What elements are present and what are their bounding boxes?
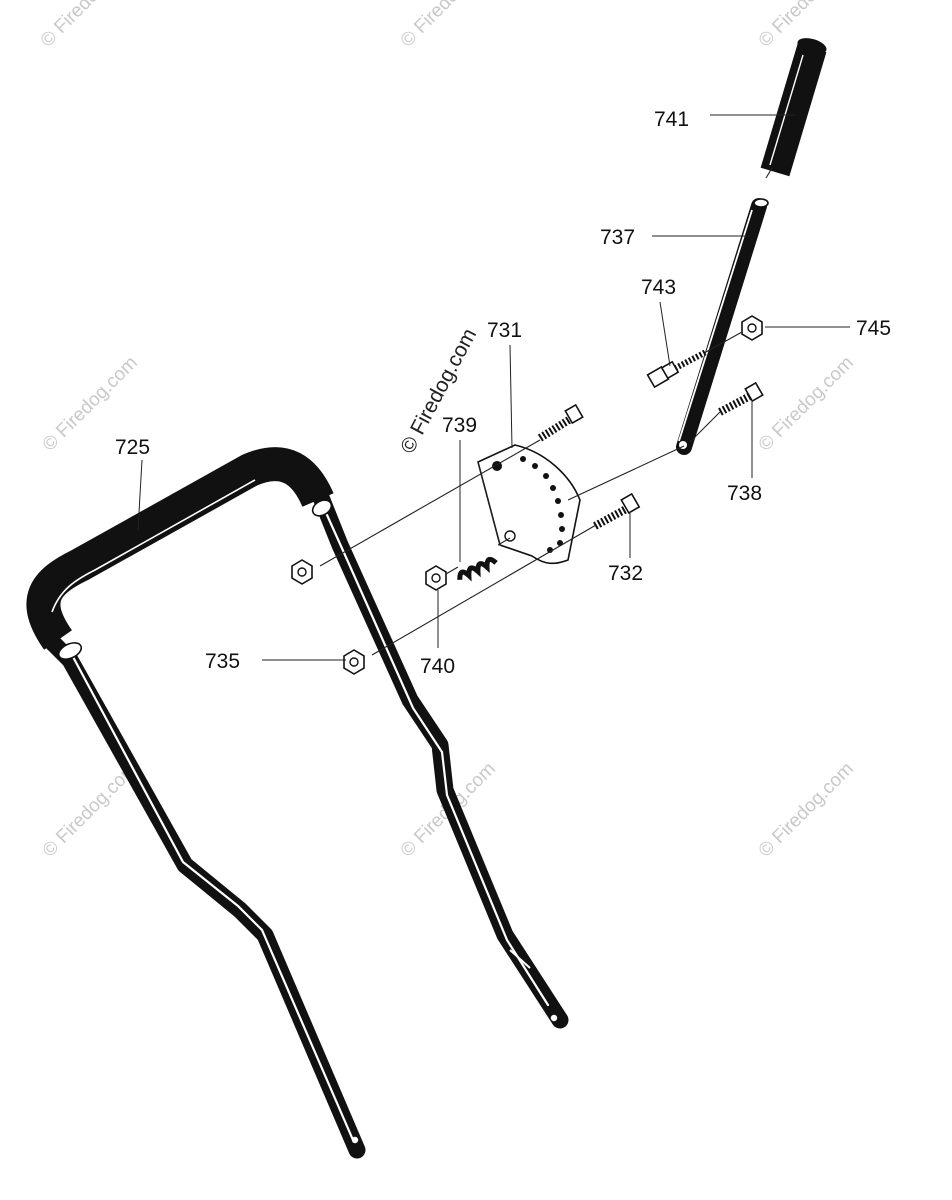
watermark: © Firedog.com [397, 0, 500, 52]
bolt-732 [593, 492, 641, 530]
bolt-743 [646, 349, 708, 389]
handle-frame-725 [26, 447, 569, 1159]
label-725: 725 [115, 436, 150, 459]
watermark: © Firedog.com [37, 0, 140, 52]
lever-arm-737 [676, 198, 769, 455]
watermark-main: © Firedog.com [396, 325, 481, 458]
label-743: 743 [641, 276, 676, 299]
nut-740 [425, 565, 447, 591]
nut-745 [741, 315, 763, 341]
label-731: 731 [487, 319, 522, 342]
part-labels: 741 737 743 745 731 739 725 738 732 735 … [115, 108, 891, 678]
label-741: 741 [654, 108, 689, 131]
bolt-upper [537, 403, 584, 442]
label-738: 738 [727, 482, 762, 505]
label-735: 735 [205, 650, 240, 673]
bracket-plate-731 [477, 444, 581, 565]
label-732: 732 [608, 562, 643, 585]
label-745: 745 [856, 317, 891, 340]
nut-frame-upper [291, 559, 313, 585]
grip-tube-741 [760, 38, 827, 177]
watermark: © Firedog.com [755, 352, 858, 455]
bolt-738 [718, 381, 764, 416]
label-737: 737 [600, 226, 635, 249]
label-740: 740 [420, 655, 455, 678]
leader-lines [137, 114, 850, 661]
label-739: 739 [442, 414, 477, 437]
nut-735 [343, 649, 365, 675]
assembly-lines [319, 167, 773, 656]
spring-739 [457, 556, 498, 582]
watermark: © Firedog.com [755, 758, 858, 861]
